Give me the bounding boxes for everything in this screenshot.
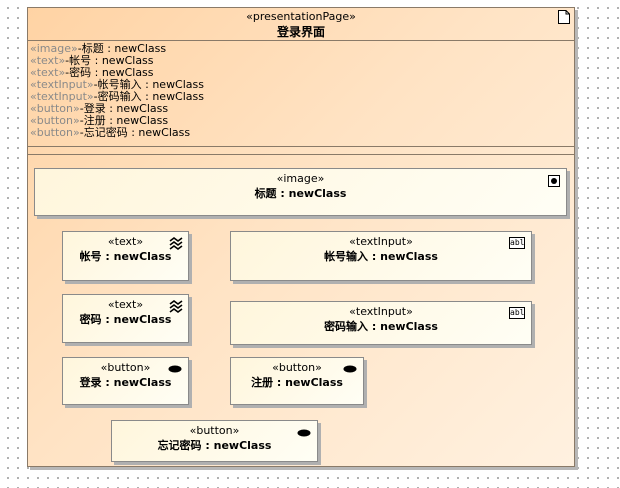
radio-image-icon bbox=[548, 175, 560, 187]
element-stereotype: «button» bbox=[189, 424, 240, 437]
element-name: 忘记密码 : newClass bbox=[157, 439, 272, 452]
text-field-abl-icon: abl bbox=[509, 307, 525, 319]
element-name: 注册 : newClass bbox=[251, 376, 343, 389]
attribute-row[interactable]: «textInput»-帐号输入 : newClass bbox=[30, 78, 204, 91]
text-account-element[interactable]: «text» 帐号 : newClass bbox=[62, 231, 189, 281]
attribute-row[interactable]: «button»-忘记密码 : newClass bbox=[30, 126, 191, 139]
attribute-row[interactable]: «text»-密码 : newClass bbox=[30, 66, 154, 79]
button-register-element[interactable]: «button» 注册 : newClass bbox=[230, 357, 364, 405]
element-stereotype: «image» bbox=[276, 172, 325, 185]
text-waves-icon bbox=[169, 300, 183, 313]
element-stereotype: «text» bbox=[107, 235, 144, 248]
element-stereotype: «textInput» bbox=[349, 305, 413, 318]
attribute-list: «image»-标题 : newClass «text»-帐号 : newCla… bbox=[30, 43, 204, 139]
element-stereotype: «textInput» bbox=[349, 235, 413, 248]
document-icon bbox=[558, 10, 570, 24]
attribute-row[interactable]: «button»-登录 : newClass bbox=[30, 102, 169, 115]
text-waves-icon bbox=[169, 237, 183, 250]
button-oval-icon bbox=[343, 365, 357, 373]
element-name: 密码 : newClass bbox=[79, 313, 172, 326]
element-name: 帐号 : newClass bbox=[79, 250, 172, 263]
image-title-element[interactable]: «image» 标题 : newClass bbox=[34, 168, 567, 216]
attribute-row[interactable]: «button»-注册 : newClass bbox=[30, 114, 169, 127]
element-name: 登录 : newClass bbox=[79, 376, 172, 389]
text-password-element[interactable]: «text» 密码 : newClass bbox=[62, 294, 189, 343]
textinput-password-element[interactable]: «textInput» 密码输入 : newClass abl bbox=[230, 301, 532, 345]
element-stereotype: «text» bbox=[107, 298, 144, 311]
button-login-element[interactable]: «button» 登录 : newClass bbox=[62, 357, 189, 405]
element-stereotype: «button» bbox=[272, 361, 322, 374]
text-field-abl-icon: abl bbox=[509, 237, 525, 249]
button-oval-icon bbox=[168, 365, 182, 373]
button-oval-icon bbox=[297, 429, 311, 437]
element-name: 密码输入 : newClass bbox=[324, 320, 438, 333]
operations-divider bbox=[28, 154, 574, 155]
page-title: 登录界面 bbox=[276, 25, 325, 39]
element-stereotype: «button» bbox=[100, 361, 151, 374]
header-divider bbox=[28, 40, 574, 41]
page-header: «presentationPage» 登录界面 bbox=[28, 8, 574, 40]
attribute-row[interactable]: «image»-标题 : newClass bbox=[30, 42, 167, 55]
attribute-row[interactable]: «text»-帐号 : newClass bbox=[30, 54, 154, 67]
attribute-row[interactable]: «textInput»-密码输入 : newClass bbox=[30, 90, 204, 103]
element-name: 帐号输入 : newClass bbox=[324, 250, 438, 263]
button-forgot-element[interactable]: «button» 忘记密码 : newClass bbox=[111, 420, 318, 462]
element-name: 标题 : newClass bbox=[254, 187, 347, 200]
textinput-account-element[interactable]: «textInput» 帐号输入 : newClass abl bbox=[230, 231, 532, 281]
attributes-divider bbox=[28, 146, 574, 147]
page-stereotype: «presentationPage» bbox=[246, 10, 356, 23]
